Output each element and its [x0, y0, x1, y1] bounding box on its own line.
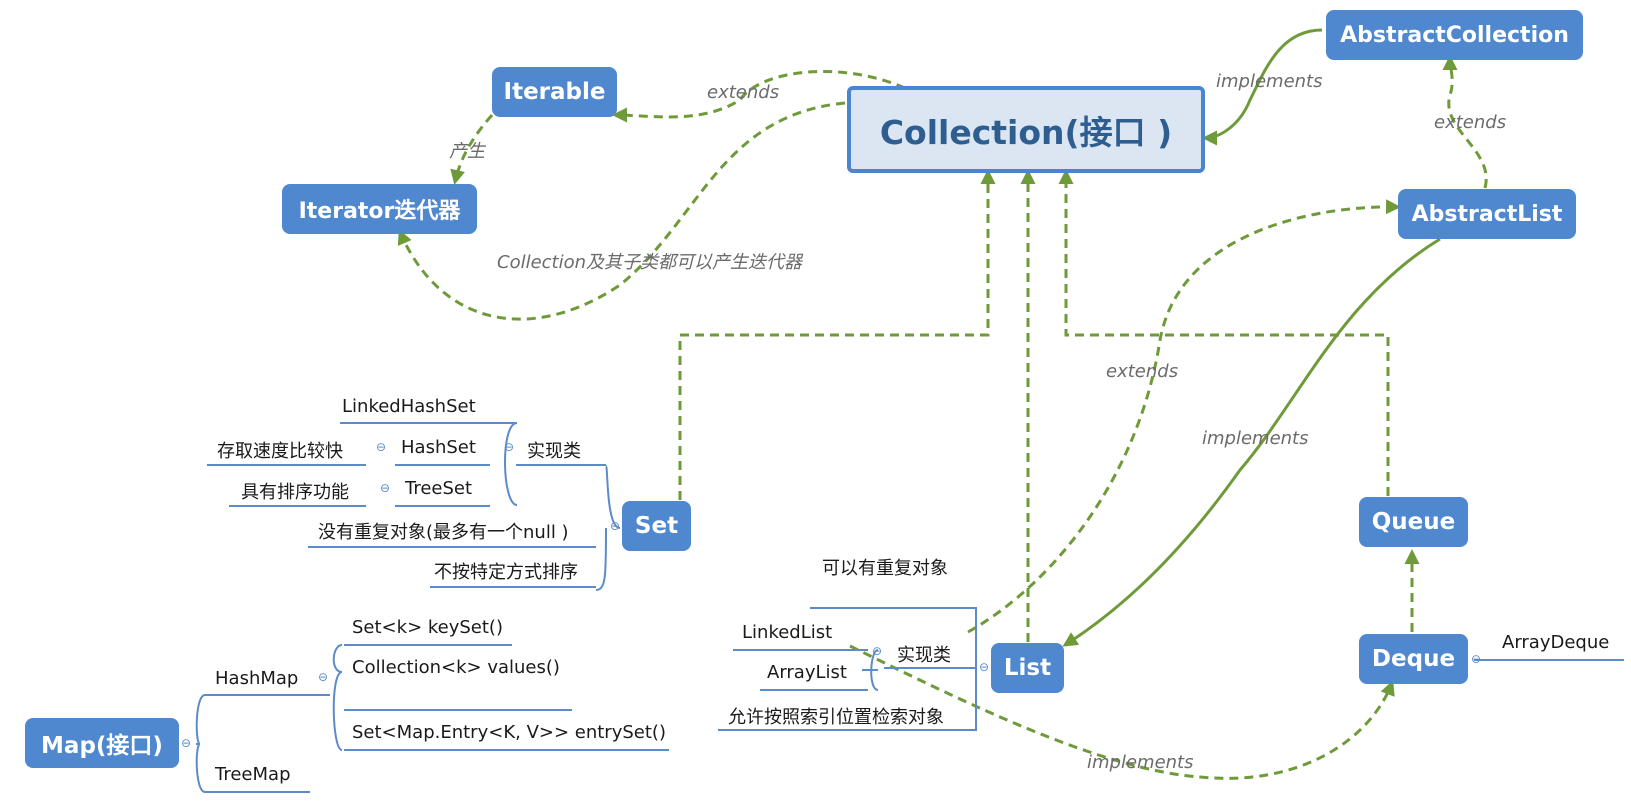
deque-node[interactable]: Deque [1359, 634, 1468, 684]
arrow-collection-extends-iterable [612, 70, 906, 123]
map-underlines [312, 644, 669, 751]
arrow-queue-extends-collection [1058, 169, 1390, 496]
label-collection-iterator-note: Collection及其子类都可以产生迭代器 [497, 252, 803, 273]
abstractcollection-node[interactable]: AbstractCollection [1326, 10, 1583, 60]
arrow-list-extends-abstractlist [967, 199, 1401, 634]
set-impl-bracket [504, 422, 518, 506]
hashset-item: HashSet [401, 437, 476, 458]
arrow-collection-to-iterator [397, 101, 846, 321]
abstractlist-node[interactable]: AbstractList [1398, 189, 1576, 239]
list-index-access: 允许按照索引位置检索对象 [728, 707, 944, 728]
list-impl-collapse-icon[interactable]: ⊖ [871, 644, 883, 658]
set-impl-collapse-icon[interactable]: ⊖ [503, 440, 515, 454]
arrow-set-extends-collection [678, 169, 996, 500]
list-node[interactable]: List [991, 643, 1064, 693]
set-node[interactable]: Set [622, 501, 691, 551]
arrow-iterable-produces-iterator [450, 114, 494, 185]
label-implements-abstractcollection: implements [1216, 71, 1323, 92]
list-impl-label: 实现类 [897, 645, 951, 666]
values-method: Collection<k> values() [352, 657, 560, 678]
set-underlines [207, 422, 606, 588]
list-branch-connector [718, 607, 977, 731]
keyset-method: Set<k> keySet() [352, 617, 503, 638]
hashmap-item: HashMap [215, 668, 299, 689]
collection-interface-node[interactable]: Collection(接口 ) [847, 86, 1205, 173]
map-collapse-icon[interactable]: ⊖ [180, 736, 192, 750]
entryset-method: Set<Map.Entry<K, V>> entrySet() [352, 722, 666, 743]
map-interface-node[interactable]: Map(接口) [25, 718, 179, 768]
list-collapse-icon[interactable]: ⊖ [978, 660, 990, 674]
arrow-linkedlist-implements-deque [849, 644, 1395, 780]
treemap-item: TreeMap [215, 764, 291, 785]
treeset-note: 具有排序功能 [241, 482, 349, 503]
list-underlines [733, 649, 976, 691]
connectors [397, 28, 1488, 780]
set-branch-connector [595, 465, 621, 591]
set-unordered: 不按特定方式排序 [434, 562, 578, 583]
hashset-collapse-icon[interactable]: ⊖ [375, 440, 387, 454]
arrow-abstractlist-implements-list [1062, 237, 1441, 647]
arraylist-item: ArrayList [767, 662, 847, 683]
treeset-collapse-icon[interactable]: ⊖ [379, 481, 391, 495]
map-branch-connector [195, 694, 312, 793]
set-impl-label: 实现类 [527, 441, 581, 462]
label-produce: 产生 [449, 141, 485, 162]
label-extends-abstractcollection: extends [1434, 112, 1507, 133]
iterable-node[interactable]: Iterable [492, 67, 617, 117]
linkedlist-item: LinkedList [742, 622, 833, 643]
set-no-duplicates: 没有重复对象(最多有一个null ) [318, 522, 569, 543]
hashmap-collapse-icon[interactable]: ⊖ [317, 670, 329, 684]
deque-collapse-icon[interactable]: ⊖ [1470, 652, 1482, 666]
label-extends-iterable: extends [707, 82, 780, 103]
list-duplicates: 可以有重复对象 [822, 558, 948, 579]
arraydeque-item: ArrayDeque [1502, 632, 1610, 653]
label-implements-list: implements [1202, 428, 1309, 449]
treeset-item: TreeSet [405, 478, 473, 499]
hashmap-bracket [332, 644, 343, 751]
branch-lines [195, 422, 1624, 793]
label-extends-list: extends [1106, 361, 1179, 382]
queue-node[interactable]: Queue [1359, 497, 1468, 547]
set-collapse-icon[interactable]: ⊖ [609, 519, 621, 533]
label-implements-deque: implements [1087, 752, 1194, 773]
arrow-abstractlist-extends-abstractcollection [1442, 55, 1488, 189]
arrow-collection-implements-abstractcollection [1202, 28, 1323, 146]
iterator-node[interactable]: Iterator迭代器 [282, 184, 477, 234]
hashset-note: 存取速度比较快 [217, 441, 343, 462]
linkedhashset-item: LinkedHashSet [342, 396, 476, 417]
list-impl-bracket [862, 649, 879, 691]
